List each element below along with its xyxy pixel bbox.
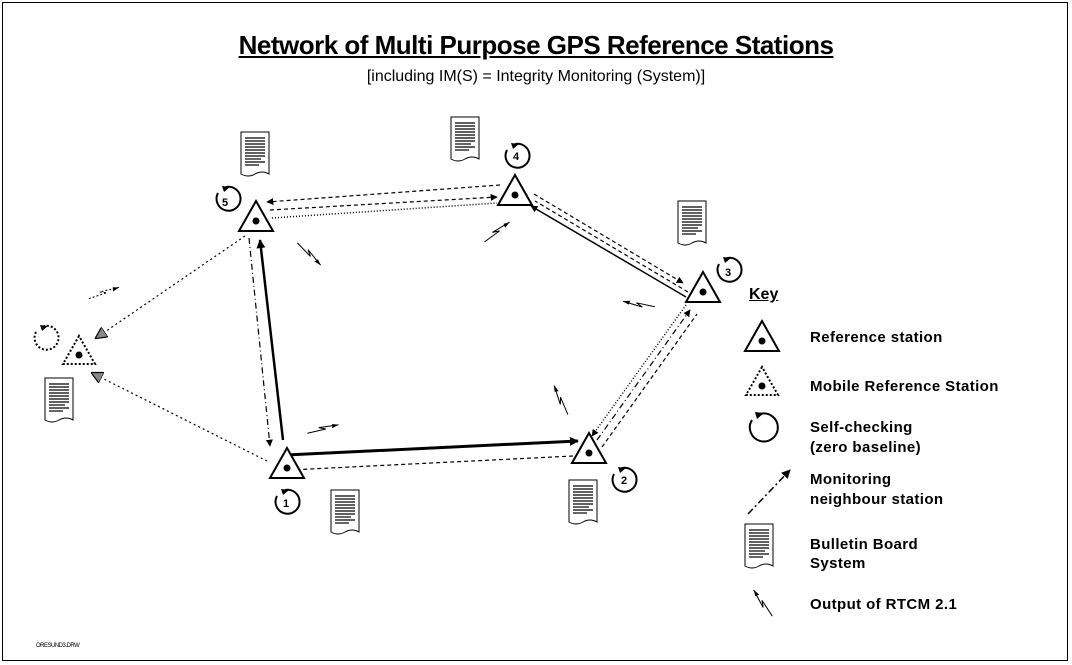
station-2-number: 2 (621, 475, 627, 487)
link-5-to-mobile (96, 235, 246, 338)
key-monitoring-label-2: neighbour station (810, 491, 944, 508)
self-check-1-icon (274, 488, 301, 515)
key-title: Key (749, 286, 779, 303)
link-2-to-1 (289, 455, 574, 474)
rtcm-bolt-2 (544, 384, 578, 416)
link-2-3-dashed (601, 313, 698, 448)
link-3-to-4-a (534, 200, 689, 293)
key-rtcm-bolt-icon (746, 589, 780, 617)
link-5-to-4 (269, 193, 498, 211)
link-4-to-3 (533, 193, 684, 284)
file-id: ORESUND3.DRW (36, 643, 80, 649)
rtcm-bolt-1 (306, 412, 340, 446)
rtcm-bolt-4 (483, 215, 511, 249)
station-1-number: 1 (283, 498, 289, 510)
key-monitoring-arrow-icon (747, 469, 791, 515)
reference-station-4 (497, 174, 533, 206)
mobile-reference-station (62, 335, 96, 365)
station-5-number: 5 (222, 197, 228, 209)
bulletin-board-3-icon (677, 200, 707, 246)
diagram-title: Network of Multi Purpose GPS Reference S… (238, 30, 834, 60)
key-bulletin-label-1: Bulletin Board (810, 536, 919, 553)
self-check-mobile-icon (33, 324, 60, 351)
key-mobile-station-icon (745, 366, 779, 396)
link-1-to-5 (256, 239, 285, 441)
link-2-to-3 (596, 309, 691, 441)
diagram-subtitle: [including IM(S) = Integrity Monitoring … (366, 68, 706, 85)
reference-station-3 (685, 271, 721, 303)
bulletin-board-mobile-icon (44, 377, 74, 423)
self-check-3-icon (716, 256, 743, 283)
link-5-4-dotted (271, 202, 498, 219)
reference-station-2 (571, 432, 607, 464)
key-reference-station-icon (744, 320, 780, 352)
station-4-number: 4 (513, 151, 520, 163)
self-check-2-icon (611, 466, 638, 493)
link-4-to-5 (266, 184, 501, 206)
bulletin-board-2-icon (568, 479, 598, 525)
bulletin-board-4-icon (450, 116, 480, 162)
key-monitoring-label-1: Monitoring (810, 471, 892, 488)
self-check-5-icon (215, 185, 242, 212)
key-self-check-icon (748, 412, 779, 443)
bulletin-board-1-icon (330, 489, 360, 535)
link-3-to-4 (530, 205, 687, 298)
station-3-number: 3 (725, 267, 731, 279)
key-rtcm-label: Output of RTCM 2.1 (810, 596, 958, 613)
rtcm-bolt-3 (622, 291, 656, 317)
rtcm-bolt-5 (292, 242, 326, 266)
key-bulletin-label-2: System (810, 555, 866, 572)
link-3-to-2 (591, 304, 687, 437)
reference-station-5 (238, 200, 274, 232)
key-bulletin-board-icon (744, 523, 774, 569)
rtcm-bolt-mobile (88, 286, 120, 300)
self-check-4-icon (504, 142, 531, 169)
link-1-to-mobile (92, 373, 268, 462)
bulletin-board-5-icon (240, 131, 270, 177)
reference-station-1 (269, 447, 305, 479)
key-reference-station-label: Reference station (810, 329, 943, 346)
link-1-to-2 (285, 436, 579, 457)
key-self-check-label-1: Self-checking (810, 419, 913, 436)
link-5-to-1 (248, 237, 273, 447)
key-self-check-label-2: (zero baseline) (810, 439, 922, 456)
key-mobile-station-label: Mobile Reference Station (810, 378, 999, 395)
